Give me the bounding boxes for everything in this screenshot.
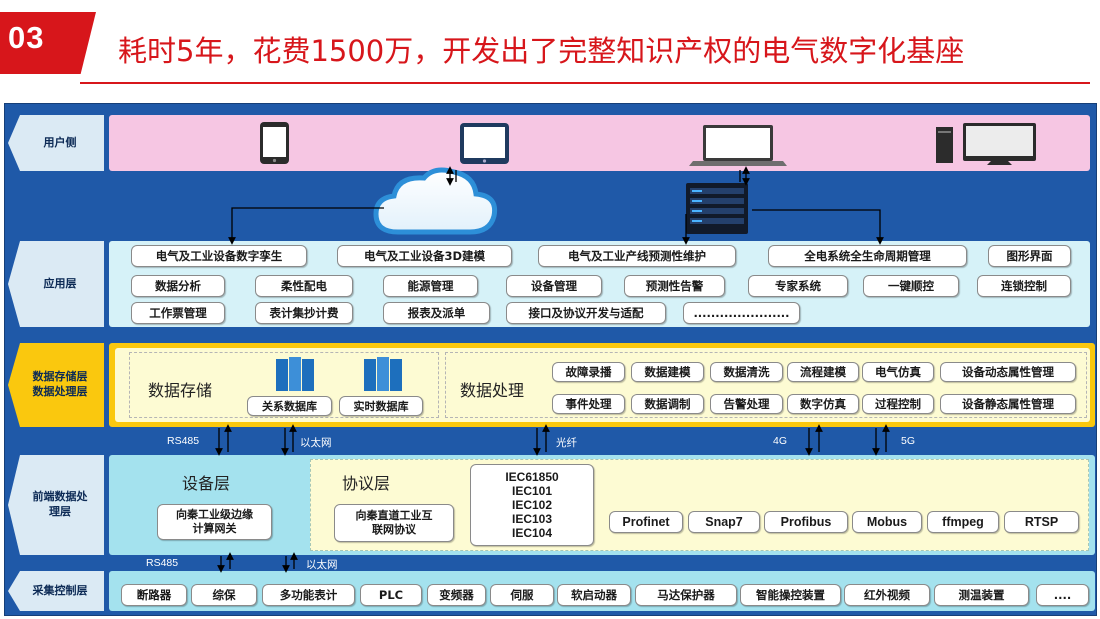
processing-chip: 过程控制 xyxy=(862,394,934,414)
app-chip: 接口及协议开发与适配 xyxy=(506,302,666,324)
protocol-chip: Profinet xyxy=(609,511,683,533)
layer-label-frontend: 前端数据处 理层 xyxy=(8,455,104,555)
app-chip: 电气及工业产线预测性维护 xyxy=(538,245,736,267)
processing-chip: 告警处理 xyxy=(710,394,783,414)
iec-protocol-item: IEC61850 xyxy=(505,469,559,484)
iec-protocol-item: IEC102 xyxy=(511,497,553,512)
relational-db-chip: 关系数据库 xyxy=(247,396,332,416)
iec-protocol-item: IEC104 xyxy=(511,526,553,541)
acquisition-chip: 马达保护器 xyxy=(635,584,737,606)
page-title: 耗时5年，花费1500万，开发出了完整知识产权的电气数字化基座 xyxy=(118,34,965,68)
processing-chip: 数据调制 xyxy=(631,394,704,414)
processing-chip: 设备动态属性管理 xyxy=(940,362,1076,382)
app-chip: 电气及工业设备3D建模 xyxy=(337,245,512,267)
link-5g: 5G xyxy=(901,435,916,447)
app-chip: 数据分析 xyxy=(131,275,225,297)
app-chip: 设备管理 xyxy=(506,275,602,297)
app-chip: 表计集抄计费 xyxy=(255,302,353,324)
link-ethernet-lower: 以太网 xyxy=(306,559,338,571)
app-chip: 柔性配电 xyxy=(255,275,353,297)
app-chip: 工作票管理 xyxy=(131,302,225,324)
processing-chip: 数据建模 xyxy=(631,362,704,382)
iec-protocol-item: IEC101 xyxy=(511,483,553,498)
section-badge xyxy=(0,12,96,74)
processing-chip: 故障录播 xyxy=(552,362,625,382)
protocol-chip: ffmpeg xyxy=(927,511,999,533)
processing-title: 数据处理 xyxy=(460,381,525,400)
processing-chip: 流程建模 xyxy=(787,362,859,382)
app-chip: 专家系统 xyxy=(748,275,848,297)
app-chip: 能源管理 xyxy=(383,275,478,297)
link-rs485-upper: RS485 xyxy=(167,435,200,447)
app-chip: 报表及派单 xyxy=(383,302,490,324)
layer-label-app: 应用层 xyxy=(8,241,104,327)
processing-chip: 电气仿真 xyxy=(862,362,934,382)
protocol-chip: Profibus xyxy=(764,511,848,533)
acquisition-chip: 变频器 xyxy=(427,584,486,606)
app-chip: 一键顺控 xyxy=(863,275,959,297)
section-number: 03 xyxy=(8,20,45,55)
title-underline xyxy=(80,82,1090,84)
protocol-chip: Snap7 xyxy=(688,511,760,533)
acquisition-chip: PLC xyxy=(360,584,422,606)
layer-label-acquisition: 采集控制层 xyxy=(8,571,104,611)
layer-label-data: 数据存储层 数据处理层 xyxy=(8,343,104,427)
protocol-chip: RTSP xyxy=(1004,511,1079,533)
processing-box xyxy=(445,352,1087,418)
iec-protocol-box: IEC61850 IEC101 IEC102 IEC103 IEC104 xyxy=(470,464,594,546)
layer-label-user: 用户侧 xyxy=(8,115,104,171)
processing-chip: 数字仿真 xyxy=(787,394,859,414)
user-band xyxy=(109,115,1090,171)
acquisition-chip: 多功能表计 xyxy=(262,584,355,606)
processing-chip: 事件处理 xyxy=(552,394,625,414)
storage-box xyxy=(129,352,439,418)
app-chip: 连锁控制 xyxy=(977,275,1071,297)
iec-protocol-item: IEC103 xyxy=(511,512,553,527)
processing-chip: 设备静态属性管理 xyxy=(940,394,1076,414)
acquisition-chip: .... xyxy=(1036,584,1089,606)
device-layer-title: 设备层 xyxy=(182,474,231,493)
acquisition-chip: 软启动器 xyxy=(557,584,631,606)
gateway-chip: 向秦工业级边缘 计算网关 xyxy=(157,504,272,540)
acquisition-chip: 综保 xyxy=(191,584,257,606)
acquisition-chip: 红外视频 xyxy=(844,584,930,606)
storage-title: 数据存储 xyxy=(148,381,213,400)
app-chip: 图形界面 xyxy=(988,245,1071,267)
internet-protocol-chip: 向秦直道工业互 联网协议 xyxy=(334,504,454,542)
acquisition-chip: 伺服 xyxy=(490,584,554,606)
acquisition-chip: 断路器 xyxy=(121,584,187,606)
realtime-db-chip: 实时数据库 xyxy=(339,396,423,416)
app-chip: 电气及工业设备数字孪生 xyxy=(131,245,307,267)
acquisition-chip: 测温装置 xyxy=(934,584,1029,606)
protocol-layer-title: 协议层 xyxy=(342,474,391,493)
app-chip: ...................... xyxy=(683,302,800,324)
app-chip: 全电系统全生命周期管理 xyxy=(768,245,967,267)
processing-chip: 数据清洗 xyxy=(710,362,783,382)
app-chip: 预测性告警 xyxy=(624,275,725,297)
link-fiber: 光纤 xyxy=(556,437,577,449)
protocol-chip: Mobus xyxy=(852,511,922,533)
link-ethernet-upper: 以太网 xyxy=(300,437,332,449)
link-rs485-lower: RS485 xyxy=(146,557,179,569)
link-4g: 4G xyxy=(773,435,788,447)
acquisition-chip: 智能操控装置 xyxy=(740,584,841,606)
